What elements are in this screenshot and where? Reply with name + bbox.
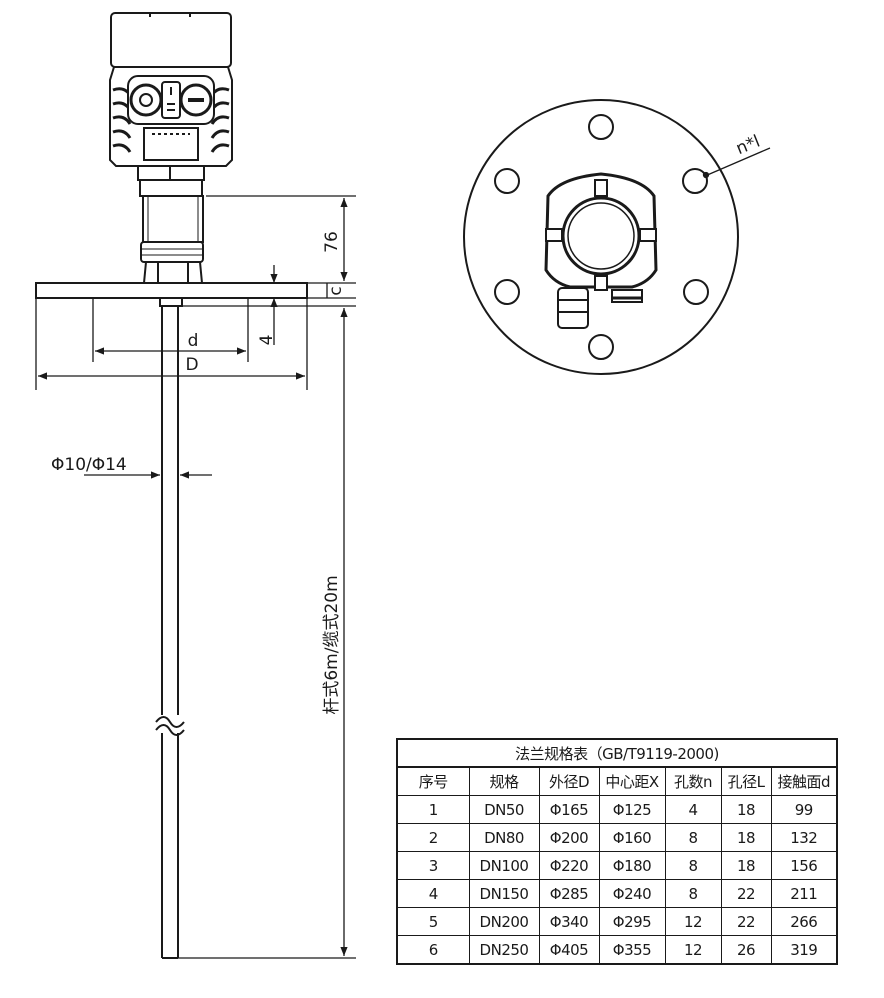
table-cell: 4: [396, 879, 470, 908]
table-cell: Φ125: [598, 795, 666, 824]
table-cell: 22: [720, 907, 772, 936]
bolt-hole: [588, 114, 614, 140]
table-cell: 266: [770, 907, 838, 936]
table-cell: 211: [770, 879, 838, 908]
table-cell: 8: [664, 823, 722, 852]
adapter-body: [142, 195, 204, 243]
table-row: 1 DN50 Φ165 Φ125 4 18 99: [396, 795, 838, 824]
table-cell: DN50: [468, 795, 540, 824]
bolt-hole: [494, 168, 520, 194]
housing-cover: [110, 12, 232, 68]
bolt-hole: [588, 334, 614, 360]
table-cell: 22: [720, 879, 772, 908]
table-cell: 8: [664, 879, 722, 908]
table-cell: 12: [664, 907, 722, 936]
header-cell: 规格: [468, 766, 540, 796]
header-cell: 接触面d: [770, 766, 838, 796]
hex-nut: [142, 261, 204, 284]
table-cell: 132: [770, 823, 838, 852]
flange-spec-table: 法兰规格表（GB/T9119-2000) 序号 规格 外径D 中心距X 孔数n …: [396, 738, 839, 965]
table-cell: DN200: [468, 907, 540, 936]
dim-76-label: 76: [322, 231, 342, 253]
table-cell: 4: [664, 795, 722, 824]
table-row: 2 DN80 Φ200 Φ160 8 18 132: [396, 823, 838, 852]
table-cell: 3: [396, 851, 470, 880]
table-cell: Φ285: [538, 879, 600, 908]
table-cell: 319: [770, 935, 838, 965]
table-cell: DN80: [468, 823, 540, 852]
table-cell: 2: [396, 823, 470, 852]
table-cell: DN150: [468, 879, 540, 908]
hole-callout: [702, 147, 771, 179]
table-cell: 99: [770, 795, 838, 824]
bolt-hole: [494, 279, 520, 305]
dim-c-label: c: [326, 286, 346, 295]
dim-4-label: 4: [257, 335, 277, 346]
header-cell: 序号: [396, 766, 470, 796]
dim-d-label: d: [188, 331, 199, 351]
table-cell: Φ240: [598, 879, 666, 908]
table-cell: Φ340: [538, 907, 600, 936]
table-cell: 6: [396, 935, 470, 965]
table-cell: Φ355: [598, 935, 666, 965]
table-cell: 18: [720, 795, 772, 824]
table-cell: Φ160: [598, 823, 666, 852]
table-cell: 18: [720, 851, 772, 880]
table-header-row: 序号 规格 外径D 中心距X 孔数n 孔径L 接触面d: [396, 766, 838, 796]
table-cell: 18: [720, 823, 772, 852]
table-title: 法兰规格表（GB/T9119-2000): [396, 738, 838, 768]
table-cell: DN250: [468, 935, 540, 965]
bolt-hole: [682, 168, 708, 194]
table-row: 6 DN250 Φ405 Φ355 12 26 319: [396, 935, 838, 965]
table-row: 5 DN200 Φ340 Φ295 12 22 266: [396, 907, 838, 936]
dim-D-label: D: [185, 355, 198, 375]
table-cell: Φ405: [538, 935, 600, 965]
header-cell: 孔径L: [720, 766, 772, 796]
table-cell: Φ220: [538, 851, 600, 880]
bolt-hole: [683, 279, 709, 305]
table-cell: 5: [396, 907, 470, 936]
rod-diameter-label: Φ10/Φ14: [51, 455, 127, 475]
table-cell: 12: [664, 935, 722, 965]
table-cell: 1: [396, 795, 470, 824]
header-cell: 孔数n: [664, 766, 722, 796]
probe-rod: [155, 306, 185, 959]
table-cell: Φ165: [538, 795, 600, 824]
cable-gland-top: [557, 287, 589, 329]
table-cell: 156: [770, 851, 838, 880]
table-row: 3 DN100 Φ220 Φ180 8 18 156: [396, 851, 838, 880]
table-cell: Φ200: [538, 823, 600, 852]
table-cell: DN100: [468, 851, 540, 880]
header-cell: 中心距X: [598, 766, 666, 796]
probe-length-label: 杆式6m/缆式20m: [322, 575, 342, 714]
table-cell: 8: [664, 851, 722, 880]
table-cell: Φ180: [598, 851, 666, 880]
table-row: 4 DN150 Φ285 Φ240 8 22 211: [396, 879, 838, 908]
table-cell: 26: [720, 935, 772, 965]
flange-top-view: [463, 99, 739, 375]
transmitter-head: [109, 12, 233, 284]
cable-gland-left: [129, 83, 163, 117]
dimension-lines: [35, 195, 356, 959]
header-cell: 外径D: [538, 766, 600, 796]
hole-callout-label: n*l: [733, 132, 763, 160]
flange-side: [35, 282, 308, 307]
table-cell: Φ295: [598, 907, 666, 936]
